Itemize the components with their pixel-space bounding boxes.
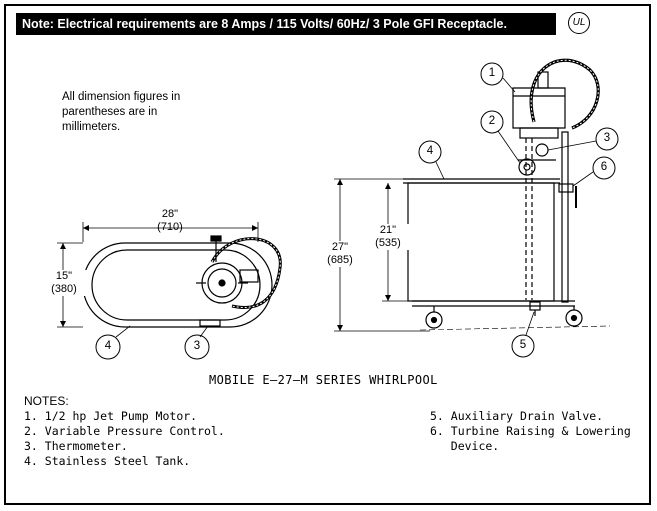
plan-width-mm: (380)	[51, 283, 77, 295]
notes-list-right: 5. Auxiliary Drain Valve. 6. Turbine Rai…	[430, 409, 631, 454]
side-raise-lower-device	[558, 183, 574, 193]
plan-drain-fitting	[199, 319, 221, 327]
plan-length-label: 28" (710)	[140, 208, 200, 234]
plan-length-inches: 28"	[161, 208, 179, 220]
side-view	[334, 58, 619, 358]
side-pump-motor	[512, 87, 566, 129]
side-callout-1: 1	[488, 67, 496, 79]
side-callout-6: 6	[600, 161, 608, 173]
plan-tank-outer	[82, 242, 273, 328]
plan-length-mm: (710)	[157, 221, 183, 233]
plan-view	[57, 222, 282, 360]
plan-callout-4-circle	[95, 334, 121, 360]
notes-heading: NOTES:	[24, 394, 69, 408]
side-callout-6-circle	[592, 156, 616, 180]
side-callout-1-circle	[480, 62, 504, 86]
drawing-frame	[4, 4, 651, 505]
ul-certification-mark: UL	[568, 12, 590, 34]
overall-height-inches: 27"	[331, 241, 349, 253]
tank-height-inches: 21"	[379, 224, 397, 236]
note-item: 4. Stainless Steel Tank.	[24, 454, 191, 468]
side-callout-2-circle	[480, 110, 504, 134]
plan-callout-4: 4	[104, 340, 112, 352]
note-item: 3. Thermometer.	[24, 439, 128, 453]
side-callout-3-circle	[595, 127, 619, 151]
side-callout-3: 3	[603, 132, 611, 144]
plan-callout-3: 3	[193, 340, 201, 352]
tank-height-label: 21" (535)	[364, 224, 412, 250]
note-item: 6. Turbine Raising & Lowering	[430, 424, 631, 438]
note-item: Device.	[430, 439, 500, 453]
overall-height-label: 27" (685)	[316, 241, 364, 267]
plan-callout-3-circle	[184, 334, 210, 360]
note-item: 2. Variable Pressure Control.	[24, 424, 225, 438]
side-pressure-control	[518, 158, 536, 176]
side-callout-5: 5	[519, 339, 527, 351]
notes-list-left: 1. 1/2 hp Jet Pump Motor. 2. Variable Pr…	[24, 409, 225, 469]
side-callout-2: 2	[488, 115, 496, 127]
side-thermometer	[535, 143, 549, 157]
plan-width-inches: 15"	[55, 270, 73, 282]
side-upright-post	[561, 131, 569, 303]
overall-height-mm: (685)	[327, 254, 353, 266]
side-callout-4-circle	[418, 140, 442, 164]
electrical-requirements-banner: Note: Electrical requirements are 8 Amps…	[16, 13, 556, 35]
side-callout-5-circle	[511, 334, 535, 358]
note-item: 5. Auxiliary Drain Valve.	[430, 409, 604, 423]
plan-tank-inner	[91, 249, 261, 321]
dimension-units-note: All dimension figures in parentheses are…	[62, 91, 181, 133]
side-callout-4: 4	[426, 145, 434, 157]
plan-width-label: 15" (380)	[40, 270, 88, 296]
tank-height-mm: (535)	[375, 237, 401, 249]
note-item: 1. 1/2 hp Jet Pump Motor.	[24, 409, 198, 423]
drawing-title: MOBILE E—27—M SERIES WHIRLPOOL	[209, 373, 438, 387]
